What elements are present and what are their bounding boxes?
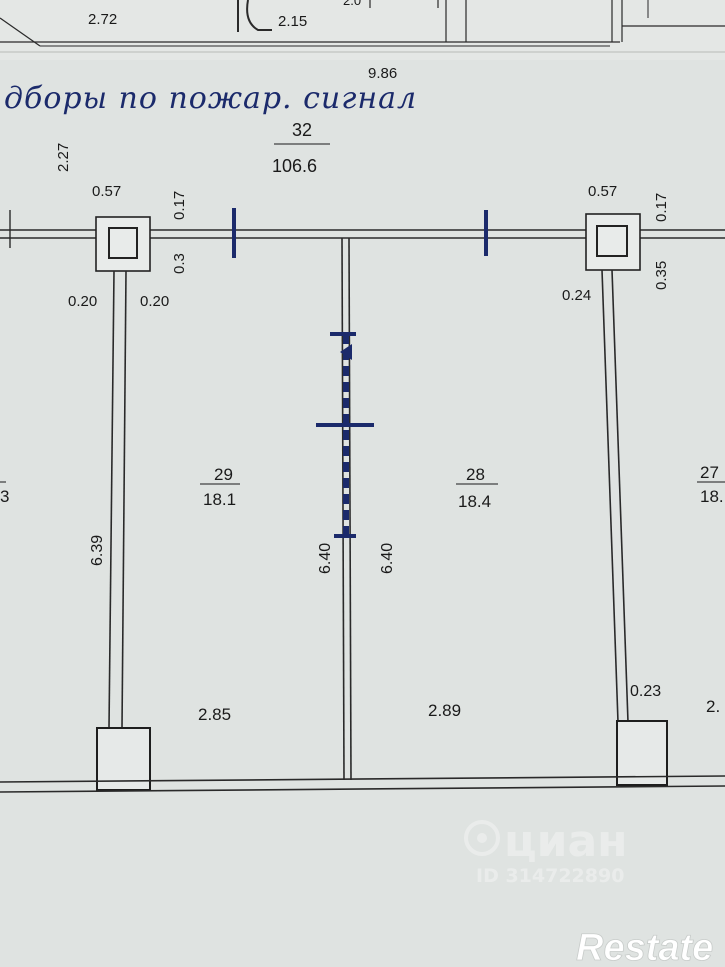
top-dim-total: 9.86: [368, 65, 397, 82]
watermark-id: ID 314722890: [476, 865, 624, 887]
room-27-width: 2.: [706, 697, 720, 716]
watermark-brand: циан: [504, 816, 628, 867]
column-right-depth: 0.17: [653, 193, 670, 222]
pen-door-marks: [316, 332, 374, 538]
top-dim-partial: 2.0: [343, 0, 361, 8]
restate-logo-text: Restate: [576, 927, 713, 967]
top-plan-fragment: [0, 0, 725, 53]
cian-watermark: циан ID 314722890: [464, 816, 628, 887]
room-29-number: 29: [214, 465, 233, 484]
column-right-width: 0.57: [588, 183, 617, 200]
bottom-wall: [0, 775, 725, 793]
room-28-width: 2.89: [428, 701, 461, 720]
room-28-area: 18.4: [458, 492, 491, 511]
partition-walls: [108, 237, 629, 781]
handwritten-note: дборы по пожар. сигнал: [4, 81, 417, 116]
restate-logo: Restate: [576, 927, 714, 967]
room-29-length-left: 6.39: [89, 535, 106, 566]
column-left-height-above: 2.27: [55, 143, 72, 172]
bottom-pillars: [96, 720, 668, 791]
room-29-area: 18.1: [203, 490, 236, 509]
room-27-number: 27: [700, 463, 719, 482]
column-left-wall-left: 0.20: [68, 293, 97, 310]
column-right-wall-bottom: 0.23: [630, 683, 661, 700]
column-right-offset: 0.35: [653, 261, 670, 290]
column-left-depth: 0.17: [171, 191, 188, 220]
column-left-width: 0.57: [92, 183, 121, 200]
column-left: [95, 216, 151, 272]
column-left-offset: 0.3: [171, 253, 188, 274]
top-dim-left: 2.72: [88, 11, 117, 28]
hall-area: 106.6: [272, 156, 317, 176]
top-dim-mid: 2.15: [278, 13, 307, 30]
edge-room-area: 3: [0, 487, 9, 506]
column-right-wall: 0.24: [562, 287, 591, 304]
hall-number: 32: [292, 120, 312, 140]
room-28-number: 28: [466, 465, 485, 484]
column-left-wall-right: 0.20: [140, 293, 169, 310]
room-29-length-right: 6.40: [317, 543, 334, 574]
room-29-width: 2.85: [198, 705, 231, 724]
room-28-length-left: 6.40: [379, 543, 396, 574]
room-27-area: 18.: [700, 487, 724, 506]
column-right: [585, 213, 641, 271]
